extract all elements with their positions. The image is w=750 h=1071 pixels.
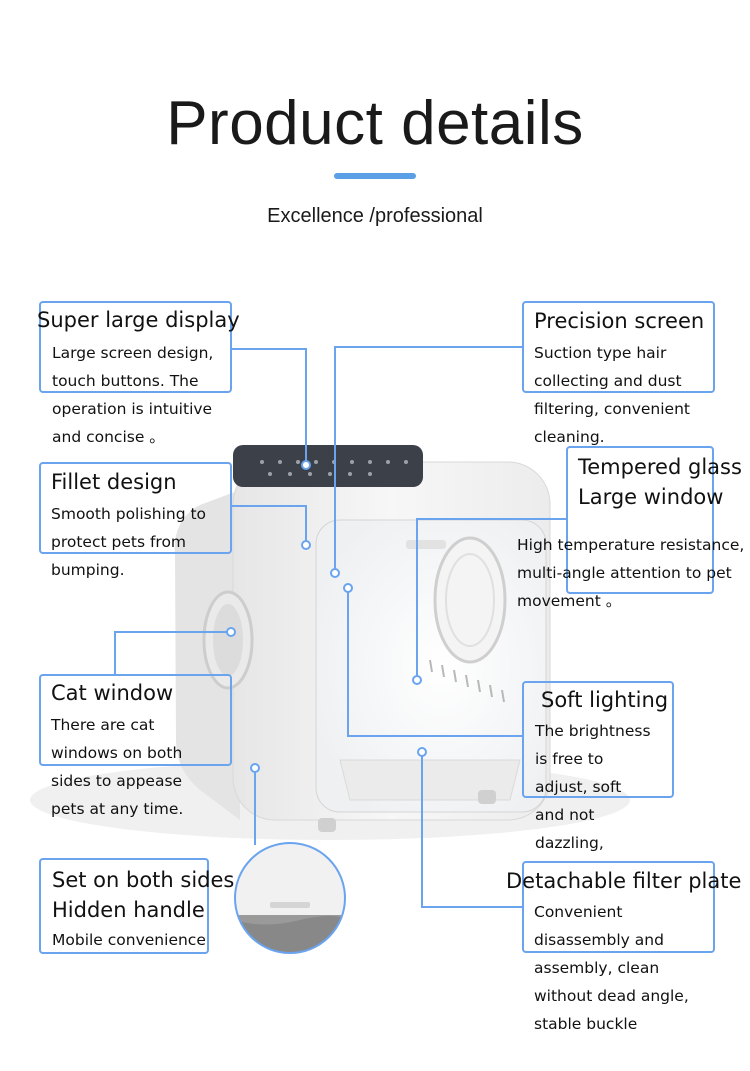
feature-box-cat-window xyxy=(39,674,232,766)
display-panel xyxy=(233,445,423,487)
feature-title-handle: Set on both sides Hidden handle xyxy=(52,868,235,922)
feature-desc-filter: Convenient disassembly and assembly, cle… xyxy=(534,903,689,1033)
feature-desc-precision: Suction type hair collecting and dust fi… xyxy=(534,344,690,446)
feature-desc-handle: Mobile convenience xyxy=(52,931,206,949)
feature-desc-display: Large screen design, touch buttons. The … xyxy=(52,344,214,446)
feature-desc-fillet: Smooth polishing to protect pets from bu… xyxy=(51,505,207,579)
title-underline xyxy=(334,173,416,179)
feature-desc-lighting: The brightness is free to adjust, soft a… xyxy=(535,722,651,852)
page-subtitle: Excellence /professional xyxy=(267,205,483,227)
feature-box-handle xyxy=(39,858,209,954)
feature-title-fillet: Fillet design xyxy=(51,470,177,494)
feature-title-filter: Detachable filter plate xyxy=(506,869,742,893)
feature-desc-cat-window: There are cat windows on both sides to a… xyxy=(51,716,184,818)
feature-title-display: Super large display xyxy=(37,308,240,332)
feature-title-glass: Tempered glass Large window xyxy=(578,455,742,509)
feature-desc-glass: High temperature resistance, multi-angle… xyxy=(517,536,745,610)
feature-box-display xyxy=(39,301,232,393)
feature-box-filter xyxy=(522,861,715,953)
handle-closeup xyxy=(235,843,345,953)
feature-title-precision: Precision screen xyxy=(534,309,705,333)
feature-box-lighting xyxy=(522,681,674,798)
feature-box-glass xyxy=(566,446,714,594)
feature-box-precision xyxy=(522,301,715,393)
feature-title-lighting: Soft lighting xyxy=(541,688,669,712)
feature-box-fillet xyxy=(39,462,232,554)
page-title: Product details xyxy=(166,89,584,158)
feature-title-cat-window: Cat window xyxy=(51,681,174,705)
